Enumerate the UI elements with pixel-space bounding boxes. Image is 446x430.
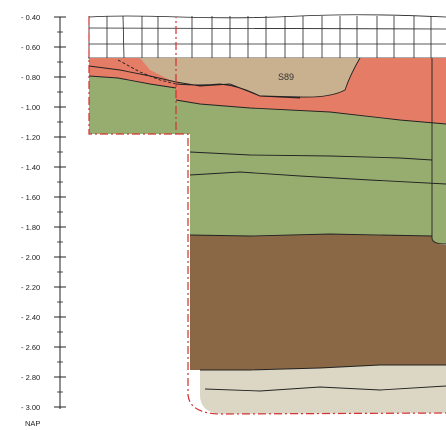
axis-tick-label: - 1.20 [21,133,40,142]
axis-tick-label: - 1.80 [21,223,40,232]
light-bottom-layer [200,365,446,414]
axis-tick-label: - 2.60 [21,343,40,352]
axis-tick-label: - 2.00 [21,253,40,262]
axis-ticks: - 0.40 - 0.60 - 0.80 - 1.00 - 1.20 - 1.40 - 1.… [21,13,66,412]
excavation-boundary [88,17,446,415]
axis-tick-label: - 1.00 [21,103,40,112]
axis-tick-label: - 3.00 [21,403,40,412]
axis-tick-label: - 2.20 [21,283,40,292]
soil-layers [89,58,446,414]
axis-tick-label: - 0.60 [21,43,40,52]
axis-tick-label: - 0.80 [21,73,40,82]
axis-tick-label: - 1.60 [21,193,40,202]
nap-label: NAP [25,419,40,428]
axis-tick-label: - 0.40 [21,13,40,22]
axis-tick-label: - 2.40 [21,313,40,322]
feature-s89-fill [140,58,360,98]
feature-label-s89: S89 [278,72,294,82]
green-layer-right [176,100,446,244]
axis-tick-label: - 1.40 [21,163,40,172]
green-layer-left [89,76,176,134]
axis-tick-label: - 2.80 [21,373,40,382]
depth-axis: - 0.40 - 0.60 - 0.80 - 1.00 - 1.20 - 1.40 - 1.… [21,13,66,412]
brown-layer [190,234,446,370]
layer-boundaries [88,57,446,392]
top-grid [88,14,446,59]
